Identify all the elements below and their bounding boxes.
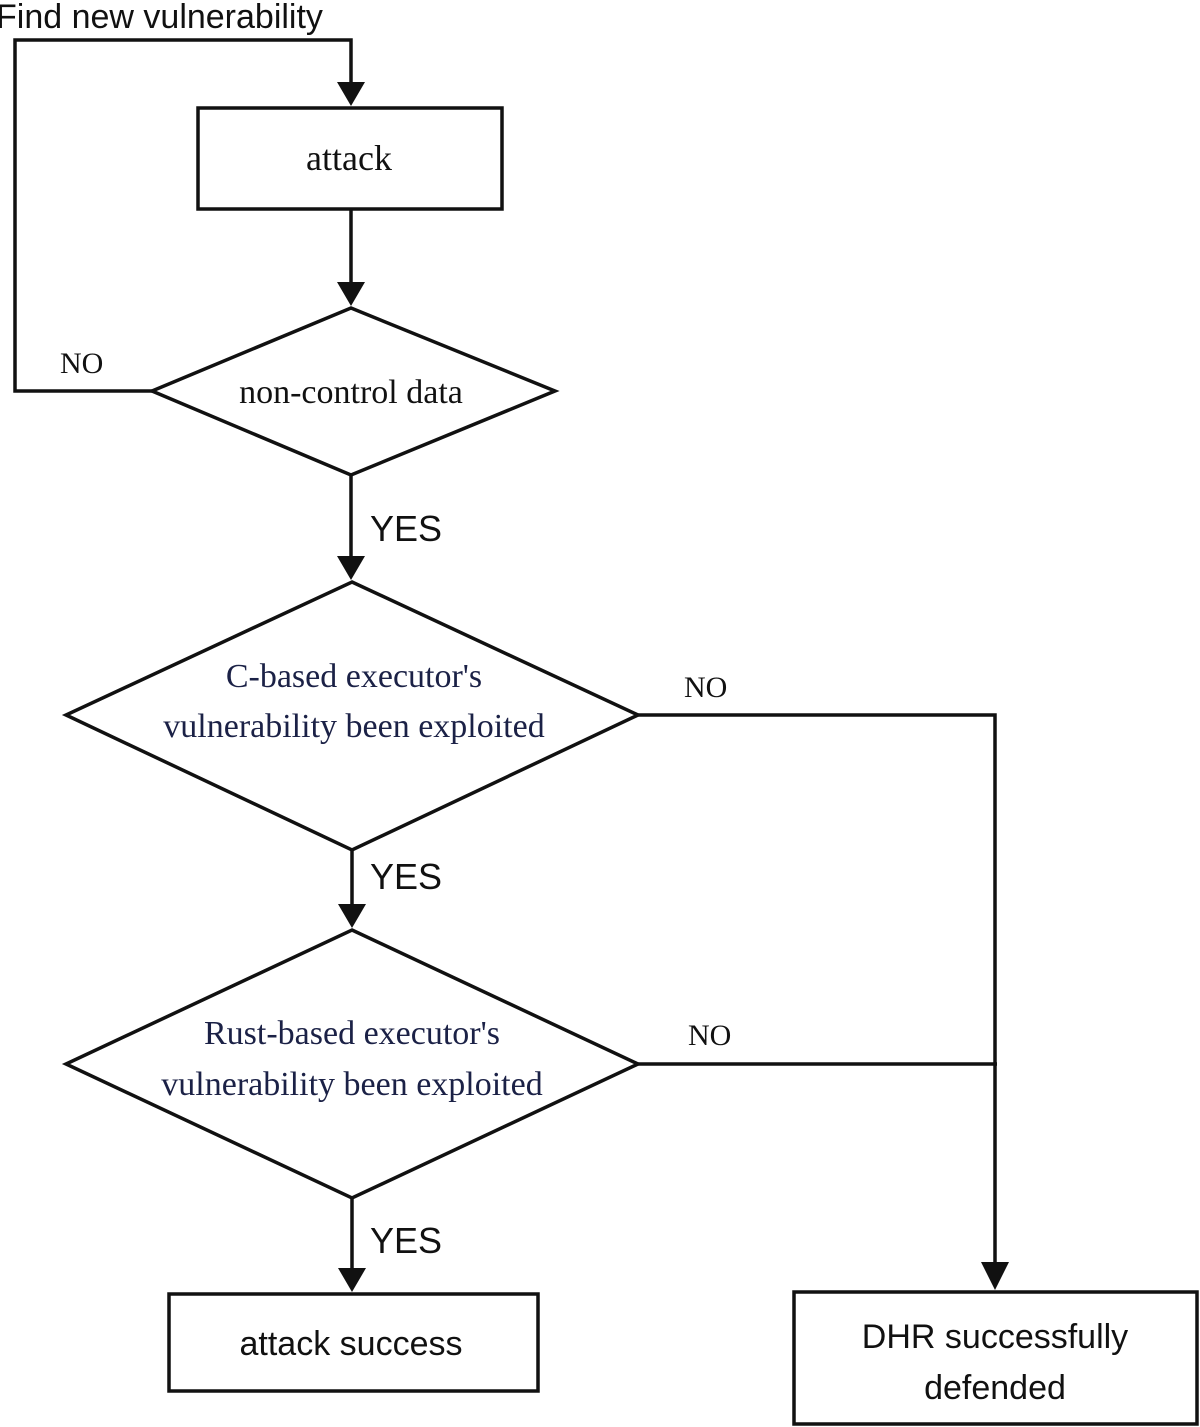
find-new-vulnerability-label: Find new vulnerability <box>0 0 323 36</box>
arrowhead-into-success <box>338 1268 366 1292</box>
edge-label-yes-2: YES <box>370 856 442 897</box>
node-c-based-line-2: vulnerability been exploited <box>163 708 544 745</box>
arrowhead-into-cbased <box>337 556 365 580</box>
node-rust-based-executor <box>61 928 643 1200</box>
node-attack-success-label: attack success <box>240 1325 463 1363</box>
node-dhr-defended-line-2: defended <box>924 1369 1066 1407</box>
edge-label-no-2: NO <box>684 671 727 704</box>
arrowhead-into-attack <box>337 82 365 106</box>
node-dhr-defended-line-1: DHR successfully <box>862 1318 1128 1356</box>
arrowhead-into-defended <box>981 1262 1009 1290</box>
edge-label-no-1: NO <box>60 347 103 380</box>
edge-label-yes-3: YES <box>370 1220 442 1261</box>
edge-label-no-3: NO <box>688 1019 731 1052</box>
node-rust-based-line-2: vulnerability been exploited <box>161 1066 542 1103</box>
edge-no-loop <box>13 38 353 393</box>
node-non-control-data-label: non-control data <box>239 374 463 411</box>
node-rust-based-line-1: Rust-based executor's <box>204 1015 500 1052</box>
arrowhead-into-rustbased <box>338 904 366 928</box>
node-dhr-defended <box>792 1290 1199 1426</box>
node-c-based-line-1: C-based executor's <box>226 658 482 695</box>
edge-label-yes-1: YES <box>370 508 442 549</box>
arrowhead-into-noncontrol <box>337 282 365 306</box>
edge-cbased-no-to-defended <box>638 713 997 1264</box>
node-attack-success <box>167 1292 540 1393</box>
node-attack-label: attack <box>306 138 392 178</box>
